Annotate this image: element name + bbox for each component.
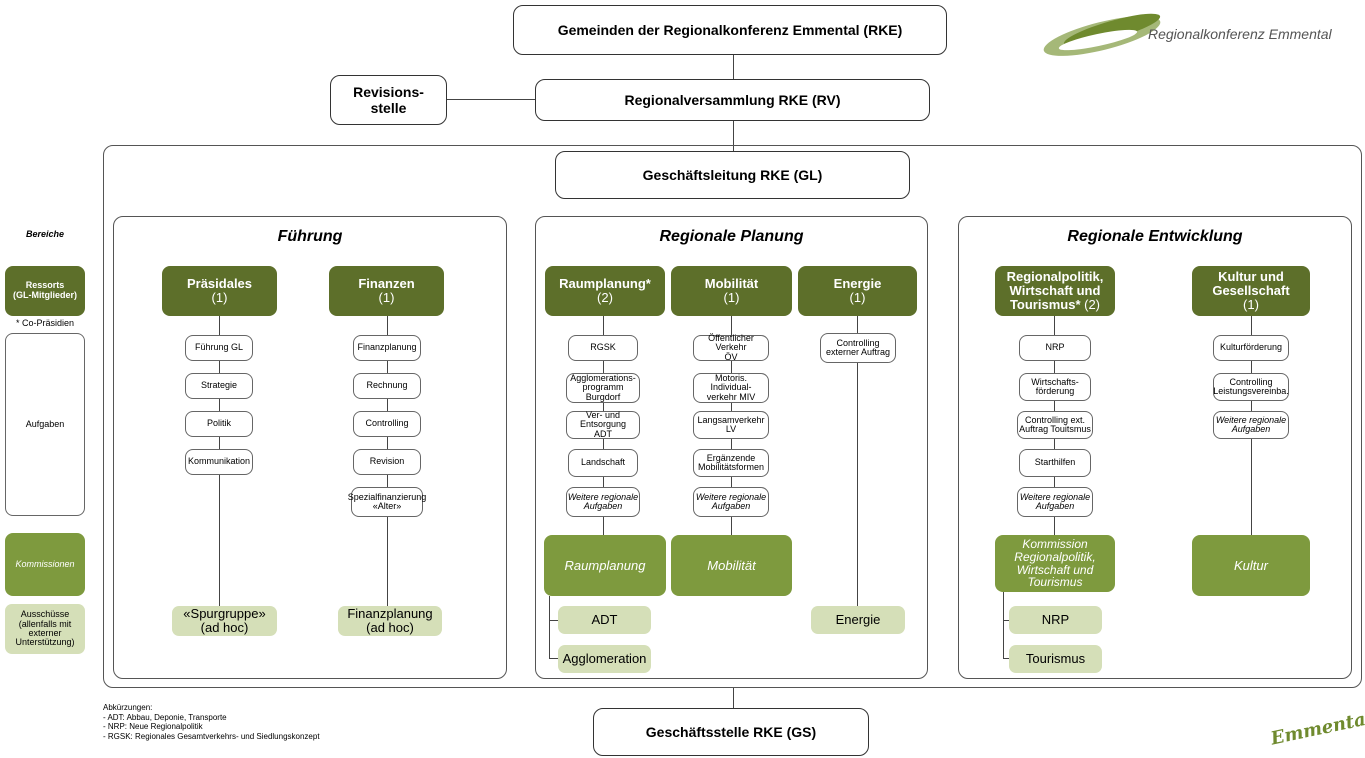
section-title-fuehrung: Führung [277, 228, 343, 245]
section-title-planung: Regionale Planung [659, 228, 804, 245]
abbrev-nrp: - NRP: Neue Regionalpolitik [103, 722, 203, 732]
legend-aufgaben: Aufgaben [5, 333, 85, 516]
legend-ausschuesse: Ausschüsse (allenfalls mit externer Unte… [5, 604, 85, 654]
task-nrp: NRP [1019, 335, 1091, 361]
revisionsstelle-box: Revisions- stelle [330, 75, 447, 125]
task-starthilfen: Starthilfen [1019, 449, 1091, 477]
abbreviations: Abkürzungen: - ADT: Abbau, Deponie, Tran… [103, 703, 320, 741]
section-title-entwicklung: Regionale Entwicklung [1067, 228, 1243, 245]
task-oev: Öffentlicher Verkehr ÖV [693, 333, 769, 361]
committee-spurgruppe: «Spurgruppe» (ad hoc) [172, 606, 277, 636]
task-rgsk: RGSK [568, 335, 638, 361]
ressort-energie: Energie (1) [798, 266, 917, 316]
connector-gs [733, 688, 734, 708]
task-landschaft: Landschaft [568, 449, 638, 477]
line-nrp [1003, 620, 1009, 621]
connector-rv-gl [733, 120, 734, 151]
line-agglomeration [549, 658, 558, 659]
task-ver-entsorgung: Ver- und Entsorgung ADT [566, 410, 640, 439]
task-miv: Motoris. Individual- verkehr MIV [693, 373, 769, 403]
ressort-count: (1) [211, 290, 228, 305]
commission-raumplanung: Raumplanung [544, 535, 666, 596]
ressort-praesidales: Präsidales (1) [162, 266, 277, 316]
ressort-name-text: Regionalpolitik, Wirtschaft und Tourismu… [1006, 268, 1104, 313]
ressort-count: (2) [1080, 297, 1101, 313]
ressort-name: Präsidales [186, 275, 253, 291]
ressort-mobilitaet: Mobilität (1) [671, 266, 792, 316]
ressort-kultur: Kultur und Gesellschaft (1) [1192, 266, 1310, 316]
commission-kultur: Kultur [1192, 535, 1310, 596]
ressort-regionalpolitik: Regionalpolitik, Wirtschaft und Tourismu… [995, 266, 1115, 316]
task-controlling-energie: Controlling externer Auftrag [820, 333, 896, 363]
task-agglomerationsprogramm: Agglomerations- programm Burgdorf [566, 373, 640, 403]
ressort-name: Energie [833, 275, 882, 291]
connector-top [733, 55, 734, 80]
ressort-name: Raumplanung* [559, 275, 651, 291]
legend-co-praesidien: * Co-Präsidien [15, 318, 75, 328]
ressort-count: (1) [1243, 297, 1259, 313]
task-spezialfinanzierung: Spezialfinanzierung «Alter» [348, 487, 426, 517]
committee-finanzplanung: Finanzplanung (ad hoc) [338, 606, 442, 636]
commission-regionalpolitik: Kommission Regionalpolitik, Wirtschaft u… [995, 535, 1115, 592]
ressort-finanzen: Finanzen (1) [329, 266, 444, 316]
ressort-name: Regionalpolitik, Wirtschaft und Tourismu… [1006, 268, 1104, 313]
ressort-name: Finanzen [358, 275, 415, 291]
section-fuehrung [113, 216, 507, 679]
commission-mobilitaet: Mobilität [671, 535, 792, 596]
task-controlling: Controlling [353, 411, 421, 437]
legend-bereiche: Bereiche [25, 229, 65, 239]
committee-energie: Energie [811, 606, 905, 634]
task-rechnung: Rechnung [353, 373, 421, 399]
rke-logo-icon [1043, 13, 1161, 56]
task-finanzplanung: Finanzplanung [353, 335, 421, 361]
abbrev-adt: - ADT: Abbau, Deponie, Transporte [103, 712, 227, 722]
section-planung [535, 216, 928, 679]
task-politik: Politik [185, 411, 253, 437]
abbrev-title: Abkürzungen: [103, 703, 153, 712]
regionalversammlung-box: Regionalversammlung RKE (RV) [535, 79, 930, 121]
committee-nrp: NRP [1009, 606, 1102, 634]
task-weitere-mobilitaet: Weitere regionale Aufgaben [693, 487, 769, 517]
task-lv: Langsamverkehr LV [693, 411, 769, 439]
task-weitere-raumplanung: Weitere regionale Aufgaben [566, 487, 640, 517]
ressort-count: (2) [597, 290, 613, 305]
ressort-count: (1) [378, 290, 395, 305]
line-raumplanung-ausschuss [549, 596, 550, 659]
line-energie [857, 315, 858, 606]
task-weitere-kultur: Weitere regionale Aufgaben [1213, 411, 1289, 439]
task-kommunikation: Kommunikation [185, 449, 253, 475]
main-frame [103, 145, 1362, 688]
ressort-count: (1) [723, 290, 740, 305]
ressort-count: (1) [849, 290, 866, 305]
legend-ressorts: Ressorts (GL-Mitglieder) [5, 266, 85, 316]
task-weitere-entwicklung: Weitere regionale Aufgaben [1017, 487, 1093, 517]
section-entwicklung [958, 216, 1352, 679]
task-kulturfoerderung: Kulturförderung [1213, 335, 1289, 361]
abbrev-rgsk: - RGSK: Regionales Gesamtverkehrs- und S… [103, 731, 320, 741]
ressort-raumplanung: Raumplanung* (2) [545, 266, 665, 316]
gemeinden-box: Gemeinden der Regionalkonferenz Emmental… [513, 5, 947, 55]
line-regionalpolitik-ausschuss [1003, 592, 1004, 659]
committee-adt: ADT [558, 606, 651, 634]
legend-kommissionen: Kommissionen [5, 533, 85, 596]
geschaeftsstelle-box: Geschäftsstelle RKE (GS) [593, 708, 869, 756]
task-controlling-leistung: Controlling Leistungsvereinba. [1213, 373, 1289, 401]
committee-agglomeration: Agglomeration [558, 645, 651, 673]
ressort-name: Mobilität [704, 275, 759, 291]
task-mobilitaetsformen: Ergänzende Mobilitätsformen [693, 449, 769, 477]
task-revision: Revision [353, 449, 421, 475]
task-controlling-tourismus: Controlling ext. Auftrag Touitsmus [1017, 411, 1093, 439]
line-tourismus [1003, 658, 1009, 659]
committee-tourismus: Tourismus [1009, 645, 1102, 673]
line-adt [549, 620, 558, 621]
geschaeftsleitung-box: Geschäftsleitung RKE (GL) [555, 151, 910, 199]
emmental-logo: Emmental [1268, 707, 1365, 750]
task-fuehrung-gl: Führung GL [185, 335, 253, 361]
task-strategie: Strategie [185, 373, 253, 399]
task-wirtschaftsfoerderung: Wirtschafts- förderung [1019, 373, 1091, 401]
connector-revision [447, 99, 535, 100]
logo-text: Regionalkonferenz Emmental [1148, 26, 1332, 42]
ressort-name: Kultur und Gesellschaft [1212, 268, 1290, 298]
